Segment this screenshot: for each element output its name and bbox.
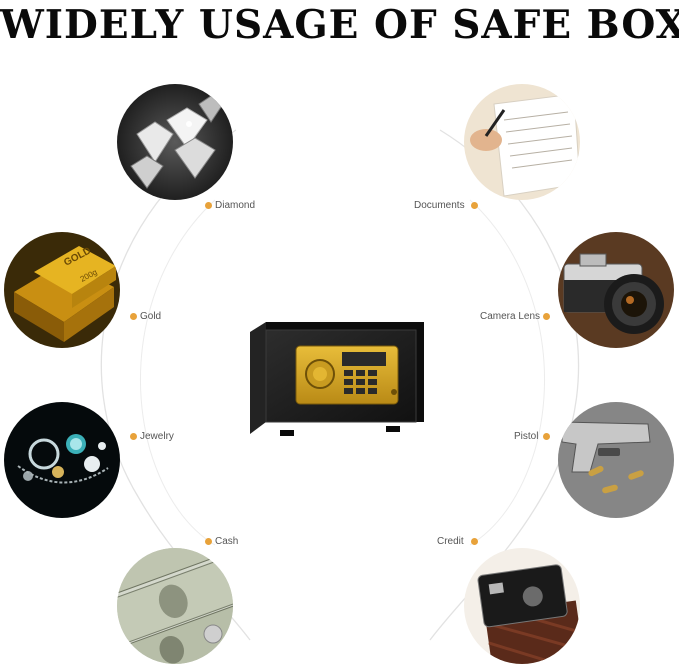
cash-dot bbox=[205, 538, 212, 545]
label-pistol: Pistol bbox=[514, 431, 539, 442]
diamond-photo bbox=[117, 84, 233, 200]
label-diamond: Diamond bbox=[215, 200, 256, 211]
jewelry-dot bbox=[130, 433, 137, 440]
safe-box-image bbox=[246, 318, 426, 440]
gold-dot bbox=[130, 313, 137, 320]
label-gold: Gold bbox=[140, 311, 162, 322]
camera-lens-dot bbox=[543, 313, 550, 320]
label-documents: Documents bbox=[414, 200, 465, 211]
label-cash: Cash bbox=[215, 536, 239, 547]
cash-photo bbox=[117, 548, 233, 664]
credit-dot bbox=[471, 538, 478, 545]
label-camera-lens: Camera Lens bbox=[480, 311, 541, 322]
page-title: WIDELY USAGE OF SAFE BOX bbox=[0, 2, 679, 48]
label-jewelry: Jewelry bbox=[140, 431, 174, 442]
pistol-photo bbox=[558, 402, 674, 518]
label-credit: Credit bbox=[437, 536, 464, 547]
gold-bar-photo: GOLD 200g bbox=[4, 232, 120, 348]
jewelry-photo bbox=[4, 402, 120, 518]
camera-photo bbox=[558, 232, 674, 348]
documents-dot bbox=[471, 202, 478, 209]
credit-card-photo bbox=[464, 548, 580, 664]
pistol-dot bbox=[543, 433, 550, 440]
documents-photo bbox=[464, 84, 580, 200]
diamond-dot bbox=[205, 202, 212, 209]
